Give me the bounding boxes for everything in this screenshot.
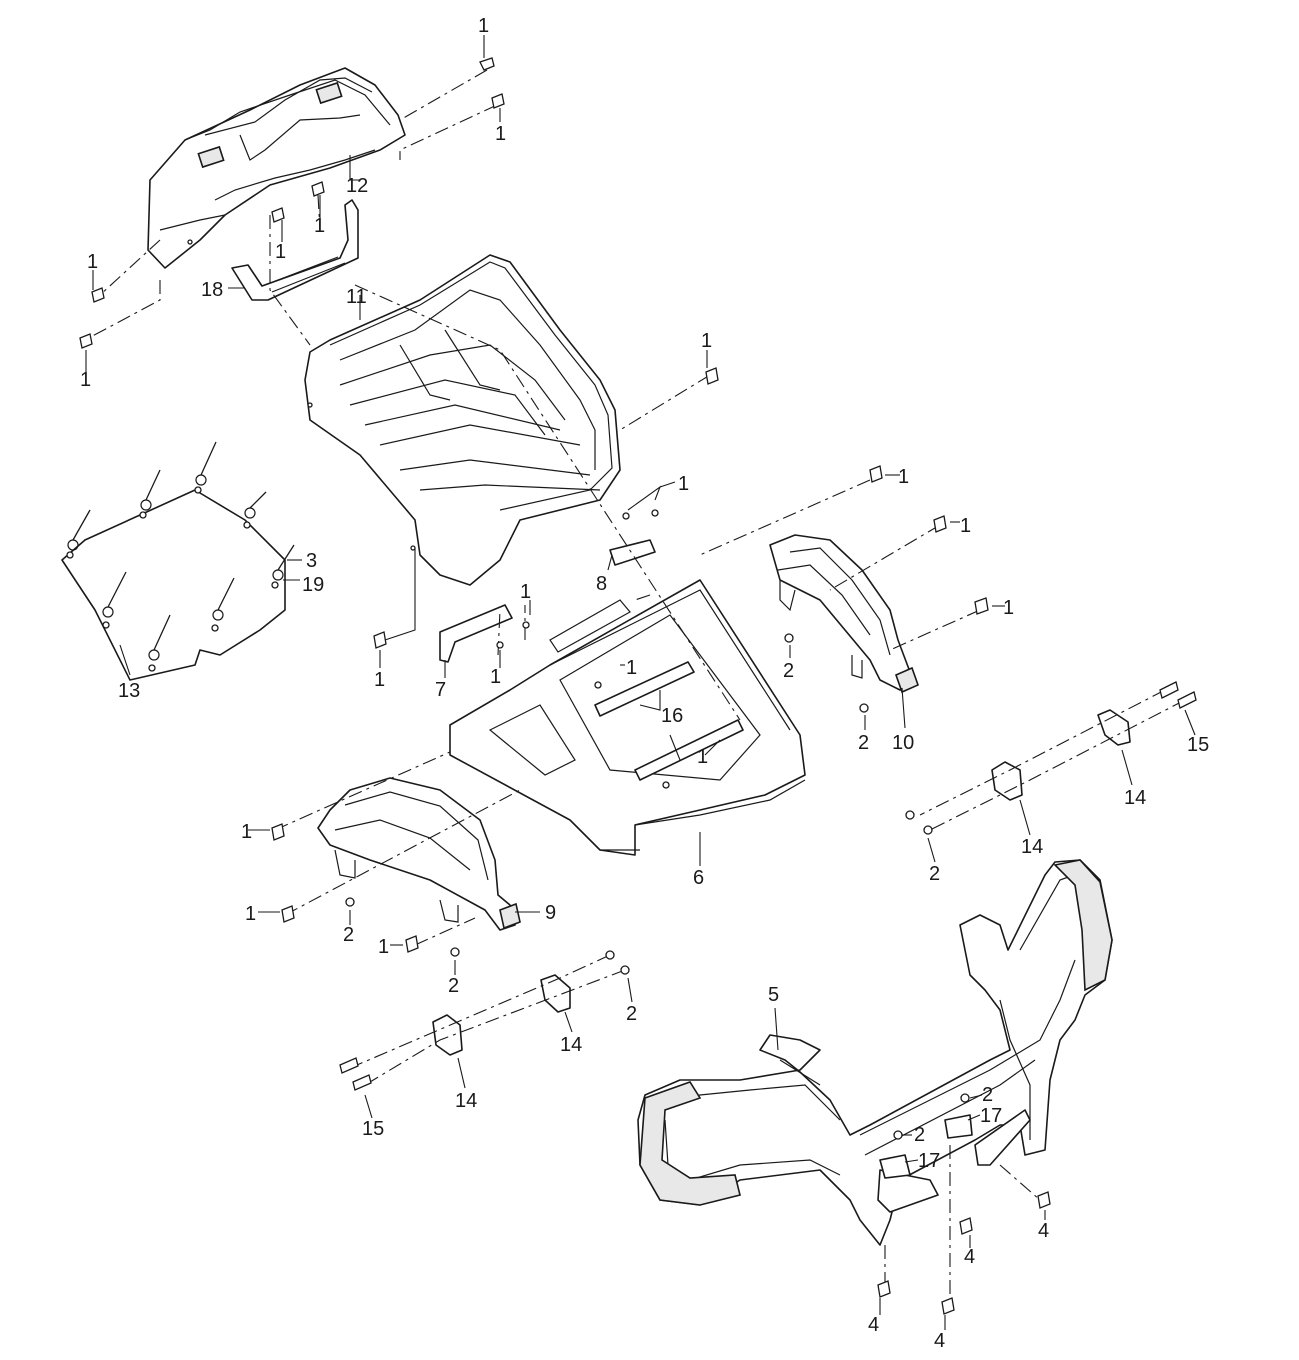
callout-1: 1 [898, 466, 909, 488]
callouts: 1 1 12 1 1 1 18 11 1 1 1 1 1 3 19 8 1 1 … [80, 15, 1209, 1352]
part-12-upper-cover [147, 67, 406, 269]
callout-1: 1 [378, 936, 389, 958]
callout-2: 2 [929, 863, 940, 885]
callout-17: 17 [980, 1105, 1002, 1127]
callout-1: 1 [241, 821, 252, 843]
callout-10: 10 [892, 732, 914, 754]
callout-1: 1 [1003, 597, 1014, 619]
assembly-lines [84, 69, 1186, 1305]
callout-2: 2 [982, 1084, 993, 1106]
callout-1: 1 [245, 903, 256, 925]
callout-5: 5 [768, 984, 779, 1006]
part-5-front-bumper [637, 859, 1113, 1246]
callout-1: 1 [520, 581, 531, 603]
callout-1: 1 [678, 473, 689, 495]
callout-6: 6 [693, 867, 704, 889]
callout-1: 1 [626, 657, 637, 679]
part-6-main-panel [449, 579, 806, 856]
callout-8: 8 [596, 573, 607, 595]
leader-lines [85, 35, 1196, 1330]
part-10-right-bar [769, 534, 920, 694]
callout-4: 4 [934, 1330, 945, 1352]
part-11-front-rack [304, 254, 621, 586]
callout-1: 1 [87, 251, 98, 273]
callout-2: 2 [448, 975, 459, 997]
callout-13: 13 [118, 680, 140, 702]
callout-4: 4 [964, 1246, 975, 1268]
callout-16: 16 [661, 705, 683, 727]
callout-4: 4 [1038, 1220, 1049, 1242]
callout-14: 14 [560, 1034, 582, 1056]
callout-14: 14 [1124, 787, 1146, 809]
callout-19: 19 [302, 574, 324, 596]
callout-17: 17 [918, 1150, 940, 1172]
callout-1: 1 [697, 746, 708, 768]
part-14-reflectors [432, 709, 1131, 1056]
callout-1: 1 [314, 215, 325, 237]
callout-15: 15 [1187, 734, 1209, 756]
callout-15: 15 [362, 1118, 384, 1140]
callout-18: 18 [201, 279, 223, 301]
callout-2: 2 [343, 924, 354, 946]
callout-2: 2 [914, 1124, 925, 1146]
part-13-plate [61, 441, 295, 681]
callout-11: 11 [346, 286, 367, 308]
callout-2: 2 [858, 732, 869, 754]
callout-7: 7 [435, 679, 446, 701]
callout-1: 1 [275, 241, 286, 263]
callout-4: 4 [868, 1314, 879, 1336]
part-9-left-bar [317, 777, 521, 931]
callout-1: 1 [80, 369, 91, 391]
callout-14: 14 [455, 1090, 477, 1112]
callout-2: 2 [783, 660, 794, 682]
callout-1: 1 [701, 330, 712, 352]
part-7-bracket [439, 604, 513, 663]
callout-12: 12 [346, 175, 368, 197]
fasteners [79, 57, 1197, 1315]
callout-14: 14 [1021, 836, 1043, 858]
callout-2: 2 [626, 1003, 637, 1025]
callout-3: 3 [306, 550, 317, 572]
part-18-bracket [231, 199, 359, 301]
part-16-straps [594, 661, 744, 781]
callout-1: 1 [374, 669, 385, 691]
callout-1: 1 [960, 515, 971, 537]
part-8-bracket [609, 539, 656, 566]
callout-1: 1 [490, 666, 501, 688]
callout-1: 1 [495, 123, 506, 145]
callout-9: 9 [545, 902, 556, 924]
callout-1: 1 [478, 15, 489, 37]
